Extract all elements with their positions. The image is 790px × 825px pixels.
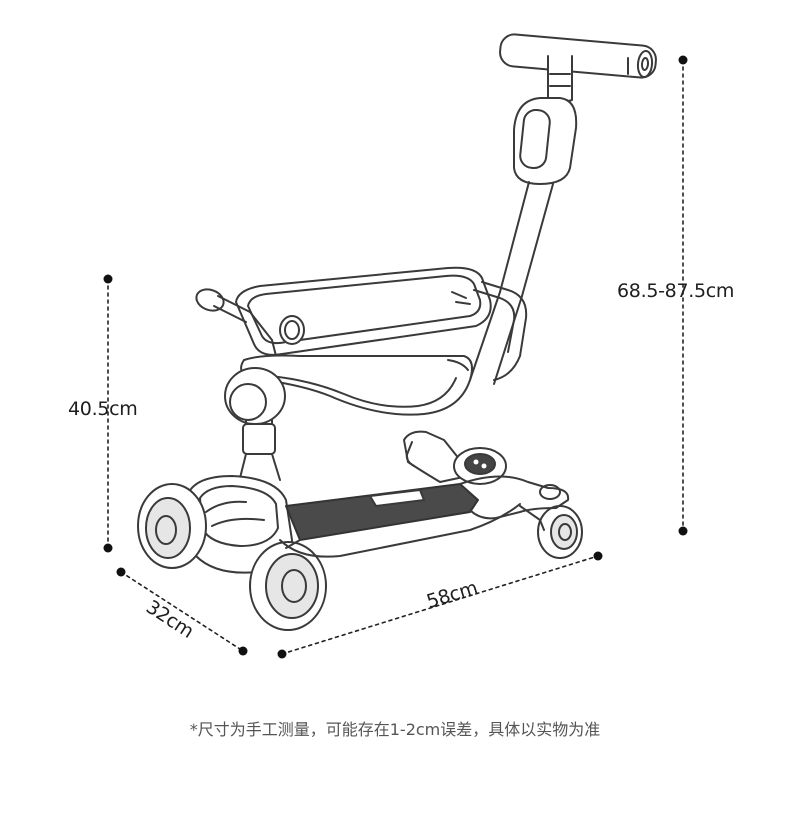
endpoint-dot: [277, 649, 287, 659]
endpoint-dot: [238, 646, 248, 656]
seat-post: [224, 367, 286, 481]
dimension-lines: [107, 59, 684, 655]
endpoint-dot: [678, 55, 688, 65]
measurement-footnote: *尺寸为手工测量，可能存在1-2cm误差，具体以实物为准: [189, 720, 601, 739]
rear-wheel: [537, 505, 583, 559]
dimension-endpoints: [103, 55, 688, 659]
right-front-wheel: [249, 541, 327, 631]
width-line: [120, 571, 244, 652]
deck: [279, 483, 521, 558]
endpoint-dot: [103, 543, 113, 553]
length-line: [281, 555, 599, 655]
rear-assembly: [403, 430, 570, 531]
push-handle: [469, 33, 657, 385]
seat-frame: [195, 266, 528, 381]
left-front-wheel: [137, 483, 207, 569]
front-body: [184, 475, 293, 574]
handle-height-label: 68.5-87.5cm: [617, 280, 735, 302]
endpoint-dot: [678, 526, 688, 536]
endpoint-dot: [103, 274, 113, 284]
endpoint-dot: [593, 551, 603, 561]
seat-height-label: 40.5cm: [68, 398, 138, 420]
endpoint-dot: [116, 567, 126, 577]
